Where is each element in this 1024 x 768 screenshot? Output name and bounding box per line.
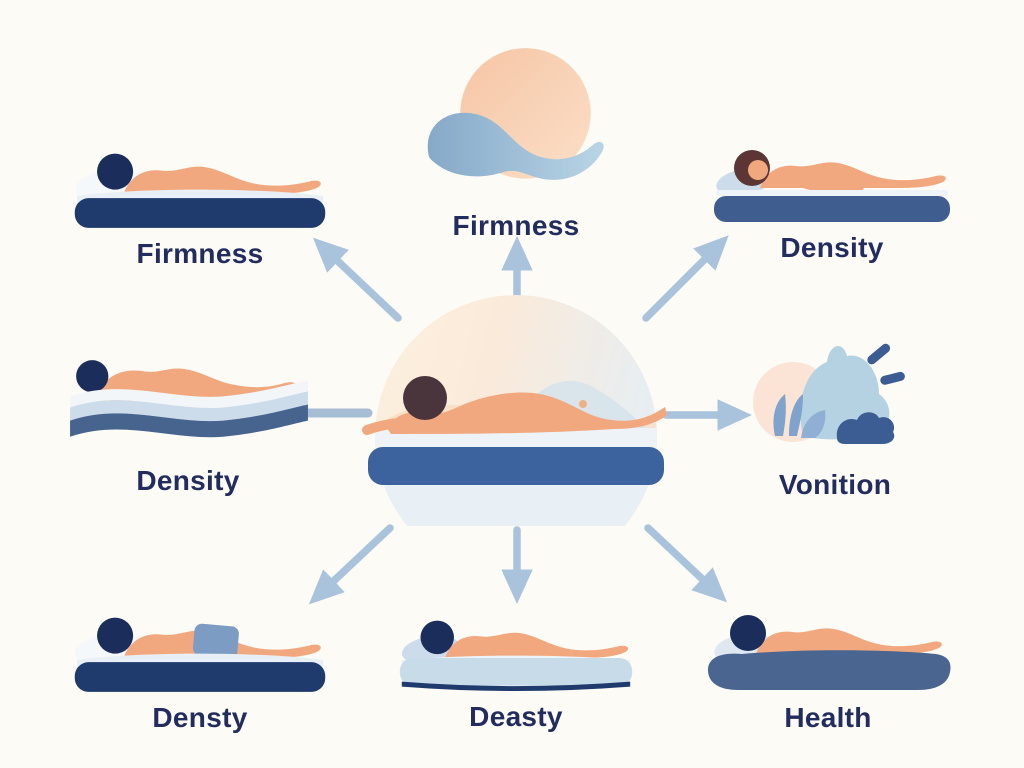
person-face — [748, 160, 768, 180]
person-body — [445, 632, 629, 659]
dash — [880, 371, 905, 385]
node-label: Deasty — [469, 701, 563, 733]
node-middle-right: Vonition — [745, 318, 925, 501]
mattress-top-layer — [716, 190, 948, 196]
node-label: Firmness — [136, 238, 264, 270]
node-top-left: Firmness — [62, 126, 338, 270]
sun-dot — [579, 400, 587, 408]
dash — [867, 343, 891, 365]
grass-blade — [773, 394, 786, 436]
arrow-down-left — [308, 524, 394, 605]
node-bottom-left: Densty — [62, 590, 338, 734]
sleeper-in-shorts-on-navy-mattress-icon — [74, 617, 326, 692]
grass-blade — [789, 394, 803, 436]
center-illustration — [357, 282, 673, 526]
sleeper-on-wavy-layered-mattress-icon — [70, 360, 308, 438]
arrow-down-right — [644, 524, 728, 603]
node-top-center: Firmness — [416, 46, 616, 242]
node-label: Firmness — [452, 209, 580, 241]
abstract-landscape-shapes-icon — [753, 343, 905, 444]
arrow-up-left — [312, 237, 402, 322]
rock-cloud — [836, 412, 895, 444]
sun-and-wave-icon — [427, 48, 604, 180]
node-bottom-right: Health — [698, 596, 958, 734]
node-label: Density — [136, 464, 240, 496]
person-body — [760, 162, 946, 188]
person-body — [387, 392, 667, 434]
person-head — [730, 615, 766, 651]
sleeping-person-on-mattress-in-circle-icon — [362, 295, 667, 526]
person-shorts — [192, 623, 239, 659]
mattress-layer-slate — [70, 404, 308, 438]
sleeper-on-light-blue-mattress-icon — [399, 620, 633, 692]
grass-mound — [801, 410, 826, 438]
person-head — [97, 617, 134, 654]
mattress-layer-white — [70, 380, 308, 408]
sleeper-on-rounded-slate-mattress-icon — [708, 615, 951, 690]
mattress — [74, 662, 326, 692]
sleeper-on-slate-mattress-icon — [714, 150, 950, 222]
center-mattress — [368, 447, 664, 485]
person-body — [756, 628, 942, 654]
center-sleeper — [362, 376, 667, 435]
person-head — [403, 376, 447, 420]
circle-bottom — [375, 482, 657, 526]
person-body — [123, 166, 321, 194]
arrow-up-right — [642, 235, 729, 322]
node-bottom-center: Deasty — [388, 597, 644, 733]
node-label: Density — [780, 232, 884, 263]
wave — [427, 112, 604, 180]
mattress — [74, 198, 326, 228]
node-label: Densty — [152, 702, 248, 734]
node-middle-left: Density — [62, 348, 314, 497]
person-head — [97, 153, 134, 190]
mattress-base — [401, 681, 631, 692]
node-label: Vonition — [778, 469, 892, 500]
person-head — [420, 620, 454, 655]
person-head — [76, 360, 109, 393]
node-label: Health — [784, 702, 872, 733]
sleeper-on-navy-mattress-icon — [74, 153, 326, 228]
mattress-layer-blue — [70, 391, 308, 422]
mattress-lounge — [708, 650, 951, 690]
mattress — [714, 196, 950, 222]
node-top-right: Density — [702, 126, 962, 264]
mattress — [399, 658, 633, 686]
